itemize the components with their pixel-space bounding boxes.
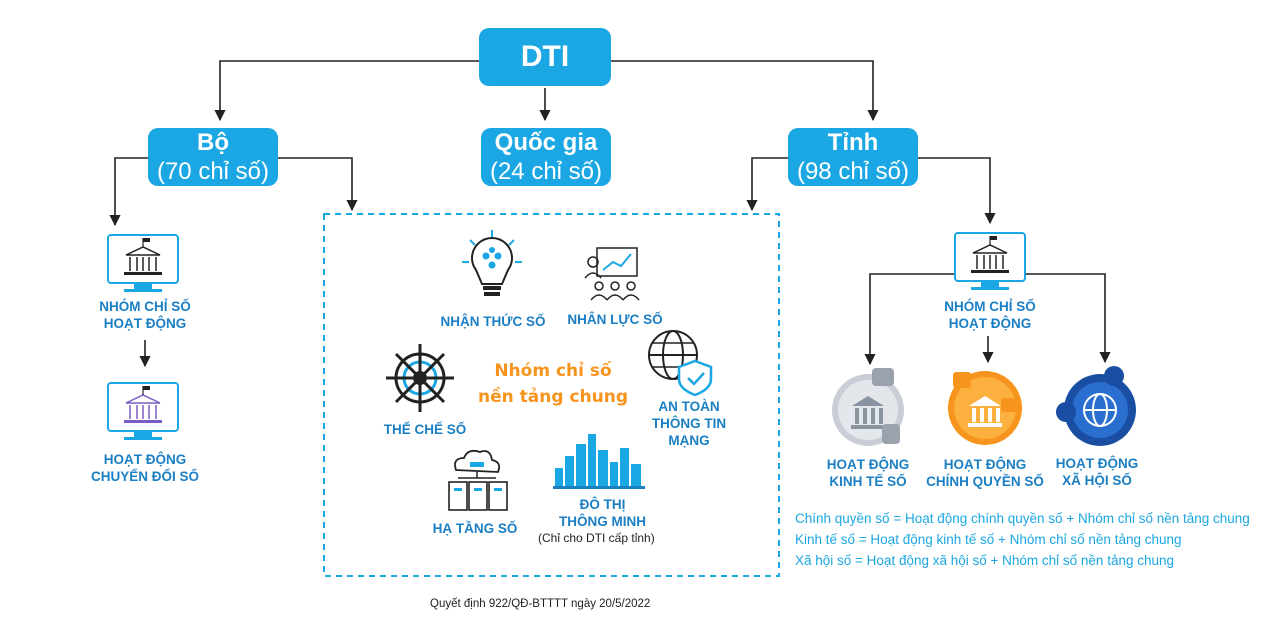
- common-title-line1: Nhóm chỉ số: [494, 361, 612, 381]
- economy-line2: KINH TẾ SỐ: [829, 474, 907, 489]
- awareness-label: NHẬN THỨC SỐ: [440, 314, 546, 329]
- province-group-line1: NHÓM CHỈ SỐ: [944, 299, 1036, 314]
- ship-wheel-icon: [386, 344, 454, 412]
- level-national-count: (24 chỉ số): [489, 158, 603, 185]
- government-activity-label: HOẠT ĐỘNG CHÍNH QUYỀN SỐ: [918, 456, 1052, 490]
- government-line2: CHÍNH QUYỀN SỐ: [926, 474, 1044, 489]
- economy-activity-label: HOẠT ĐỘNG KINH TẾ SỐ: [808, 456, 928, 490]
- level-province-box: Tỉnh (98 chỉ số): [788, 128, 918, 186]
- level-national-box: Quốc gia (24 chỉ số): [481, 128, 611, 186]
- security-line2: THÔNG TIN MẠNG: [651, 416, 727, 448]
- bo-activity-label: HOẠT ĐỘNG CHUYỂN ĐỔI SỐ: [60, 451, 230, 485]
- level-province-count: (98 chỉ số): [796, 158, 910, 185]
- dti-label: DTI: [520, 40, 570, 73]
- smart-city-note: (Chỉ cho DTI cấp tỉnh): [538, 531, 655, 545]
- society-activity-label: HOẠT ĐỘNG XÃ HỘI SỐ: [1042, 455, 1152, 489]
- lightbulb-icon: [462, 230, 522, 296]
- monitor-building-purple-icon: [107, 382, 179, 440]
- smart-city-label: ĐÔ THỊ THÔNG MINH: [540, 496, 665, 530]
- dti-root-box: DTI: [479, 28, 611, 86]
- economy-line1: HOẠT ĐỘNG: [826, 457, 910, 472]
- infrastructure-label: HẠ TẦNG SỐ: [432, 521, 518, 536]
- city-line1: ĐÔ THỊ: [579, 497, 626, 512]
- bo-group-line1: NHÓM CHỈ SỐ: [99, 299, 191, 314]
- monitor-building-icon: [954, 232, 1026, 290]
- government-line1: HOẠT ĐỘNG: [943, 457, 1027, 472]
- common-title-line2: nền tảng chung: [478, 387, 628, 407]
- level-bo-count: (70 chỉ số): [156, 158, 270, 185]
- society-globe-icon: [1056, 366, 1136, 446]
- common-indicator-frame: [323, 213, 780, 577]
- level-bo-box: Bộ (70 chỉ số): [148, 128, 278, 186]
- bo-activity-line1: HOẠT ĐỘNG: [103, 452, 187, 467]
- security-label: AN TOÀN THÔNG TIN MẠNG: [630, 398, 748, 449]
- source-footnote: Quyết định 922/QĐ-BTTTT ngày 20/5/2022: [430, 598, 651, 610]
- globe-shield-icon: [648, 330, 713, 397]
- level-province-name: Tỉnh: [827, 129, 879, 156]
- economy-bank-icon: [832, 368, 904, 446]
- formula-society: Xã hội số = Hoạt động xã hội số + Nhóm c…: [795, 553, 1175, 568]
- society-line1: HOẠT ĐỘNG: [1055, 456, 1139, 471]
- city-skyline-icon: [553, 434, 645, 489]
- formula-government: Chính quyền số = Hoạt động chính quyền s…: [795, 511, 1250, 526]
- monitor-building-icon: [107, 234, 179, 292]
- presentation-people-icon: [584, 247, 640, 301]
- province-group-line2: HOẠT ĐỘNG: [948, 316, 1032, 331]
- level-national-name: Quốc gia: [494, 129, 598, 156]
- society-line2: XÃ HỘI SỐ: [1062, 473, 1132, 488]
- human-resources-label: NHÂN LỰC SỐ: [567, 312, 663, 327]
- bo-group-label: NHÓM CHỈ SỐ HOẠT ĐỘNG: [70, 298, 220, 332]
- province-group-label: NHÓM CHỈ SỐ HOẠT ĐỘNG: [915, 298, 1065, 332]
- common-group-title: Nhóm chỉ số nền tảng chung: [478, 358, 628, 410]
- level-bo-name: Bộ: [197, 129, 229, 156]
- connector-lines: [109, 60, 1111, 368]
- bo-activity-line2: CHUYỂN ĐỔI SỐ: [90, 469, 199, 484]
- bo-group-line2: HOẠT ĐỘNG: [103, 316, 187, 331]
- city-line2: THÔNG MINH: [559, 514, 646, 529]
- security-line1: AN TOÀN: [658, 399, 720, 414]
- formula-economy: Kinh tế số = Hoạt động kinh tế số + Nhóm…: [795, 532, 1182, 547]
- cloud-server-icon: [448, 449, 508, 511]
- government-building-icon: [948, 371, 1022, 445]
- institution-label: THỂ CHẾ SỐ: [383, 422, 467, 437]
